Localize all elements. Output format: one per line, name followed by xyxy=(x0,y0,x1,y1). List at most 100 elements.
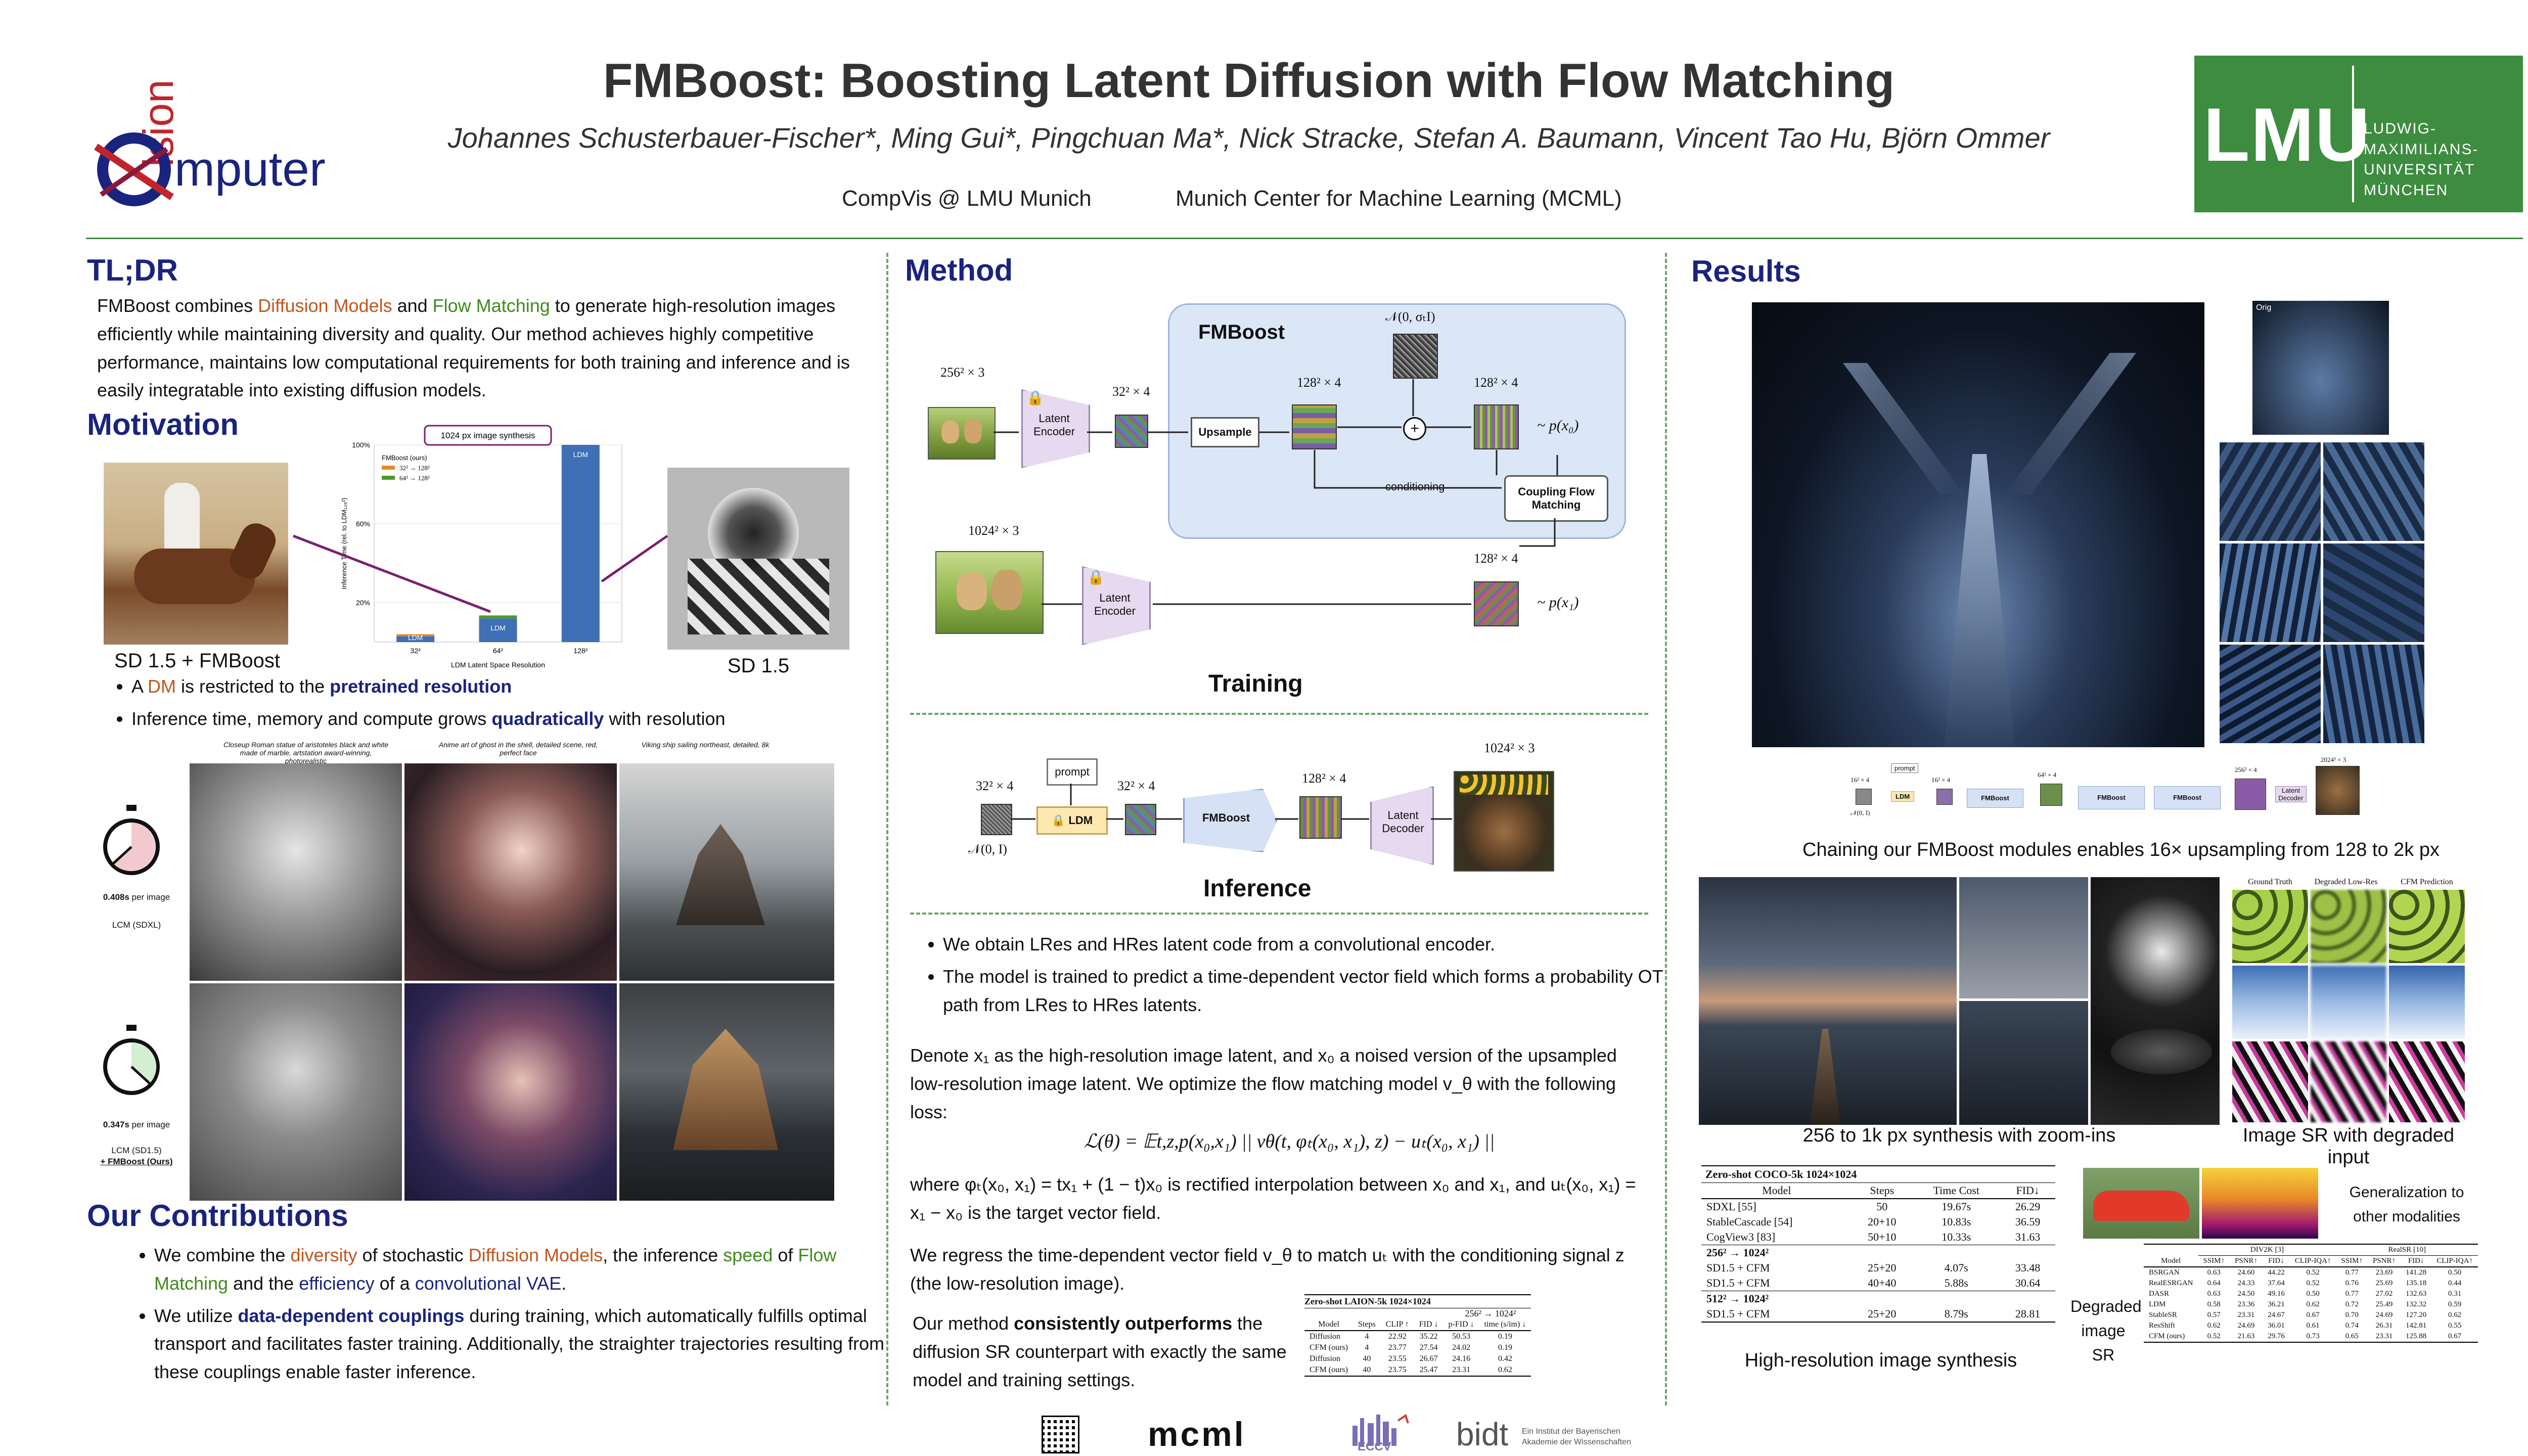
coco-table-header: Model xyxy=(1701,1183,1852,1199)
coco-table-title: Zero-shot COCO-5k 1024×1024 xyxy=(1701,1165,2055,1183)
sr-limes-degraded xyxy=(2311,890,2386,963)
res-32: 32² × 4 xyxy=(1112,384,1150,399)
inf-res-32a: 32² × 4 xyxy=(976,779,1014,793)
zoom-crop-1 xyxy=(2220,442,2321,541)
connector-lines xyxy=(293,534,668,613)
method-paragraph-3: We regress the time-dependent vector fie… xyxy=(910,1245,1624,1294)
res-256: 256² × 3 xyxy=(940,365,985,380)
sr-table-cell: 0.63 xyxy=(2207,1268,2221,1277)
laion-table-cell: 50.53 xyxy=(1452,1332,1471,1341)
prompt-ship: Viking ship sailing northeast, detailed,… xyxy=(641,741,770,749)
coco-table-header: Time Cost xyxy=(1912,1183,2001,1199)
inference-arrows xyxy=(1011,784,1452,820)
eccv-skyline-icon xyxy=(1352,1414,1409,1446)
method-divider-1 xyxy=(910,713,1648,715)
sr-table-cell: RealESRGAN xyxy=(2149,1279,2193,1287)
mini-chain-diagram: 16² × 4 𝒩(0, I) prompt LDM 16² × 4 FMBoo… xyxy=(1845,753,2361,834)
inference-label: Inference xyxy=(1203,875,1312,902)
sr-table-cell: 0.63 xyxy=(2207,1290,2221,1298)
coco-table-header: Steps xyxy=(1852,1183,1913,1199)
coco-table-cell: StableCascade [54] xyxy=(1706,1215,1793,1228)
method-heading: Method xyxy=(905,253,1013,287)
sr-table-cell: 0.55 xyxy=(2448,1322,2462,1330)
sr-table-header: SSIM↑ xyxy=(2336,1255,2368,1267)
sr-table-cell: 0.65 xyxy=(2336,1331,2368,1343)
motivation-bullet-2: Inference time, memory and compute grows… xyxy=(131,705,890,733)
coco-table-cell: 8.79s xyxy=(1912,1306,2001,1323)
sr-table-cell: 24.69 xyxy=(2237,1322,2255,1330)
laion-table-header: CLIP ↑ xyxy=(1380,1319,1414,1331)
coco-section-512: 512² → 1024² xyxy=(1701,1291,2055,1306)
sr-table-cell: 0.50 xyxy=(2448,1268,2462,1277)
laion-table-cell: 23.77 xyxy=(1388,1343,1407,1352)
sr-table-cell: 0.61 xyxy=(2306,1322,2320,1330)
laion-table-cell: 22.92 xyxy=(1388,1332,1407,1341)
bidt-subtitle: Ein Institut der Bayerischen Akademie de… xyxy=(1522,1427,1632,1446)
chart-bar xyxy=(561,445,600,642)
laion-table: Zero-shot LAION-5k 1024×1024 256² → 1024… xyxy=(1304,1294,1531,1377)
laion-table-subtitle: 256² → 1024² xyxy=(1465,1308,1516,1318)
laion-table-cell: 23.55 xyxy=(1388,1354,1407,1363)
caption-sd15: SD 1.5 xyxy=(727,655,790,677)
fmboost-box-label: FMBoost xyxy=(1198,321,1285,343)
chart-legend-swatch xyxy=(382,466,395,470)
sr-table-cell: 36.01 xyxy=(2268,1322,2285,1330)
sr-table-cell: 0.52 xyxy=(2306,1279,2320,1287)
method-divider-2 xyxy=(910,913,1648,915)
sr-sky-degraded xyxy=(2311,966,2386,1039)
coco-table-cell: CogView3 [83] xyxy=(1706,1231,1776,1243)
inf-res-1024: 1024² × 3 xyxy=(1484,741,1535,755)
coupling-fm-block: Coupling Flow Matching xyxy=(1504,475,1608,522)
sr-table-cell: 36.21 xyxy=(2268,1300,2285,1308)
sr-table-cell: 23.36 xyxy=(2237,1300,2255,1308)
statue-image-sdxl xyxy=(190,763,402,981)
laion-table-cell: 23.31 xyxy=(1443,1364,1479,1377)
sr-table-cell: 132.63 xyxy=(2406,1290,2427,1298)
laion-table-title: Zero-shot LAION-5k 1024×1024 xyxy=(1304,1294,1531,1308)
prompt-statue: Closeup Roman statue of aristoteles blac… xyxy=(223,741,389,765)
latent-encoder-label: Latent Encoder xyxy=(1033,412,1075,438)
sr-butterfly-degraded xyxy=(2311,1041,2386,1122)
sr-caption: Image SR with degraded input xyxy=(2242,1125,2455,1168)
dog-image-small xyxy=(928,407,996,460)
sr-table-cell: ResShift xyxy=(2149,1322,2175,1330)
timer-fmboost-model: LCM (SD1.5) + FMBoost (Ours) xyxy=(100,1146,173,1167)
sr-sky-gt xyxy=(2232,966,2308,1039)
laion-table-header: p-FID ↓ xyxy=(1443,1319,1479,1331)
chart-bar xyxy=(396,636,435,642)
coco-table-cell: 10.33s xyxy=(1942,1231,1971,1243)
res-128b: 128² × 4 xyxy=(1474,375,1518,390)
coco-table-cell: SD1.5 + CFM xyxy=(1706,1277,1770,1289)
statue-image-fmboost xyxy=(190,983,402,1201)
coco-table-cell: 26.29 xyxy=(2015,1200,2041,1213)
sr-table-cell: 0.52 xyxy=(2306,1268,2320,1277)
noise-patch xyxy=(1393,334,1438,379)
sr-table-cell: 127.20 xyxy=(2406,1311,2427,1319)
sr-table-cell: 23.69 xyxy=(2375,1268,2393,1277)
car-depth-image xyxy=(2202,1168,2318,1239)
chart-bar-label: LDM xyxy=(573,450,589,459)
sr-table-cell: 0.62 xyxy=(2306,1300,2320,1308)
coco-table-cell: 25+20 xyxy=(1868,1261,1897,1274)
sr-table-cell: 0.52 xyxy=(2198,1331,2230,1343)
sr-limes-cfm xyxy=(2389,890,2465,963)
laion-table-header: Steps xyxy=(1353,1319,1381,1331)
laion-table-cell: 26.67 xyxy=(1419,1354,1438,1363)
coco-table-cell: 36.59 xyxy=(2015,1215,2041,1228)
laion-table-cell: 40 xyxy=(1353,1364,1381,1377)
bidt-logo: bidt xyxy=(1456,1416,1509,1452)
sr-table-header: SSIM↑ xyxy=(2198,1255,2230,1267)
chart-bar xyxy=(479,615,517,619)
laion-table-cell: 40 xyxy=(1363,1354,1371,1363)
qr-code-frame xyxy=(1042,1416,1079,1453)
lmu-mark: LMU xyxy=(2203,92,2371,177)
sr-table-cell: 0.59 xyxy=(2448,1300,2462,1308)
vision-c-mark xyxy=(94,132,174,206)
